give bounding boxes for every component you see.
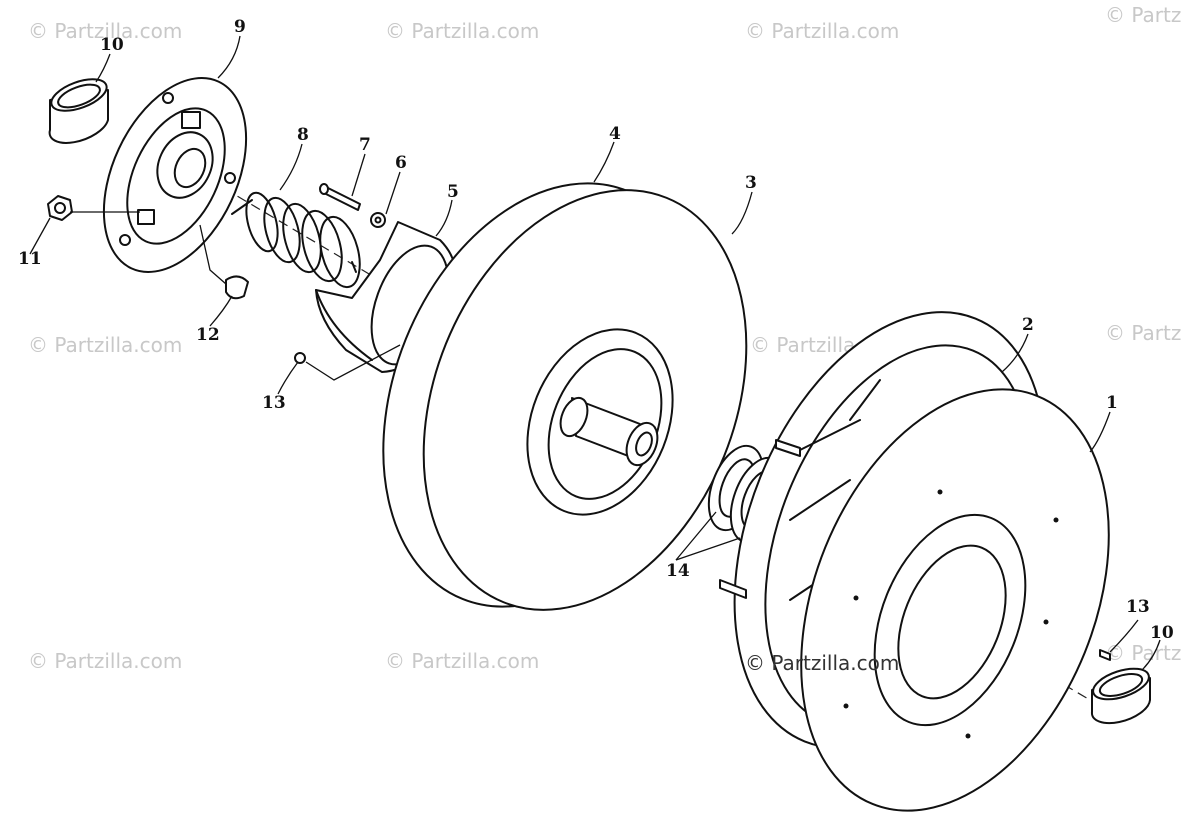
callout-4: 4 — [609, 124, 621, 144]
part-13-screw-right — [1099, 649, 1111, 661]
callout-10-right: 10 — [1150, 623, 1174, 643]
watermark-top-right: © Partzilla.com — [745, 19, 899, 43]
watermark-bottom-edge: © Partz — [1105, 641, 1181, 665]
part-3-4-movable-sheave — [382, 182, 748, 611]
callout-14: 14 — [666, 561, 690, 581]
part-9-cover-plate — [102, 77, 248, 273]
part-7-pin — [319, 183, 361, 211]
part-10-bushing-right — [1090, 667, 1151, 725]
callout-10-left: 10 — [100, 35, 124, 55]
part-1-outer-disc — [800, 388, 1110, 812]
watermark-bottom-left: © Partzilla.com — [28, 649, 182, 673]
part-8-spring — [231, 191, 361, 289]
callout-2: 2 — [1022, 315, 1034, 335]
callout-labels: 1 2 3 4 5 6 7 8 9 10 10 11 12 13 13 14 — [18, 17, 1174, 643]
watermark-top-center: © Partzilla.com — [385, 19, 539, 43]
leader-lines — [29, 35, 1161, 671]
callout-5: 5 — [447, 182, 459, 202]
part-12-slider-button — [199, 224, 249, 300]
part-10-bushing-left — [48, 78, 109, 144]
watermark-top-edge: © Partz — [1105, 3, 1181, 27]
watermark-center-dark: © Partzilla.com — [745, 651, 899, 675]
part-11-nut — [47, 195, 140, 221]
callout-3: 3 — [745, 173, 757, 193]
watermark-mid-edge: © Partz — [1105, 321, 1181, 345]
watermark-mid-left: © Partzilla.com — [28, 333, 182, 357]
watermark-top-left: © Partzilla.com — [28, 19, 182, 43]
callout-13-left: 13 — [262, 393, 286, 413]
part-13-screw-left — [294, 344, 401, 381]
callout-13-right: 13 — [1126, 597, 1150, 617]
part-6-small-nut — [370, 212, 386, 228]
callout-1: 1 — [1106, 393, 1118, 413]
watermark-bottom-center: © Partzilla.com — [385, 649, 539, 673]
callout-11: 11 — [18, 249, 42, 269]
callout-7: 7 — [359, 135, 371, 155]
plate-block — [181, 111, 201, 129]
callout-12: 12 — [196, 325, 220, 345]
callout-6: 6 — [395, 153, 407, 173]
callout-8: 8 — [297, 125, 309, 145]
callout-9: 9 — [234, 17, 246, 37]
